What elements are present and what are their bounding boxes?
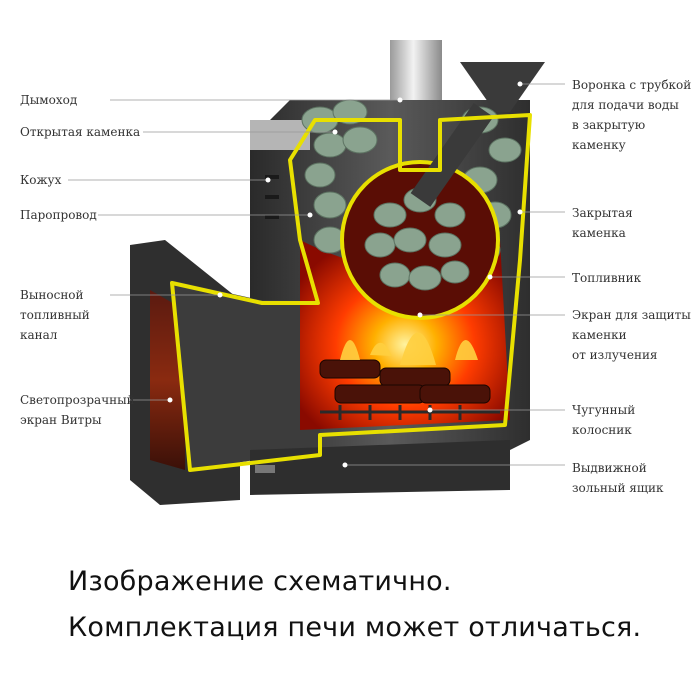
label-closed-heater: Закрытая каменка [572, 206, 633, 240]
casing-vents [265, 175, 279, 219]
ash-drawer-handle [255, 465, 275, 473]
caption-line-1: Изображение схематично. [68, 566, 452, 597]
funnel-pipe [410, 103, 494, 207]
stove-cutaway-illustration [68, 40, 565, 505]
label-grate: Чугунный колосник [572, 403, 636, 437]
cutaway-outline [170, 113, 532, 472]
flames [340, 332, 478, 365]
label-chimney: Дымоход [20, 93, 78, 107]
label-firebox: Топливник [572, 271, 642, 285]
fuel-channel [170, 280, 320, 470]
label-casing: Кожух [20, 173, 62, 187]
label-open-heater: Открытая каменка [20, 125, 141, 139]
label-ash-drawer: Выдвижной зольный ящик [572, 461, 664, 495]
leader-lines [68, 83, 565, 466]
water-funnel [460, 62, 545, 112]
stove-diagram: Дымоход Открытая каменка Кожух Паропрово… [20, 40, 692, 505]
logs [319, 359, 491, 404]
label-remote-fuel-channel: Выносной топливный канал [20, 288, 90, 342]
label-funnel: Воронка с трубкой для подачи воды в закр… [572, 78, 692, 152]
label-vitra-screen: Светопрозрачный экран Витры [20, 393, 135, 427]
label-stone-screen: Экран для защиты каменки от излучения [572, 308, 691, 362]
caption-line-2: Комплектация печи может отличаться. [68, 612, 642, 643]
leader-dots [167, 81, 523, 468]
label-steam-pipe: Паропровод [20, 208, 97, 222]
